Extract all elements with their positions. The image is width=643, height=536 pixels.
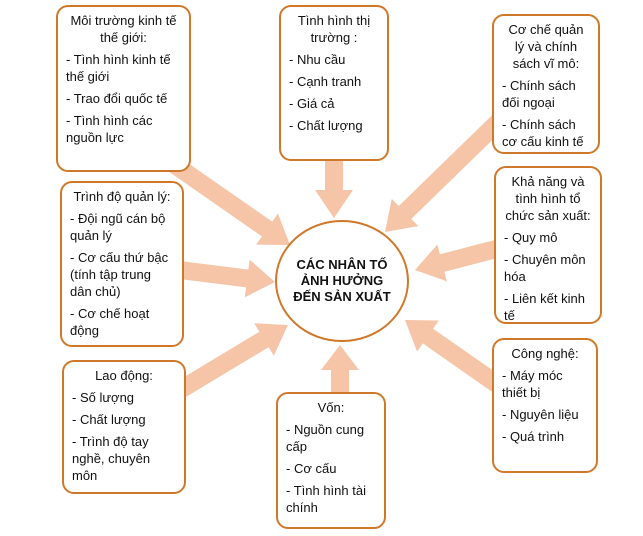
factor-title: Khả năng và tình hình tổ chức sản xuất: [505,174,591,223]
factor-box-macro-policy: Cơ chế quản lý và chính sách vĩ mô: - Ch… [492,14,600,154]
factor-item: - Quá trình [502,429,565,444]
factor-item: - Liên kết kinh tế [504,291,585,323]
factor-item: - Máy móc thiết bị [502,368,563,400]
factor-item: - Tình hình kinh tế thế giới [66,52,171,84]
factor-box-technology: Công nghệ: - Máy móc thiết bị - Nguyên l… [492,338,598,473]
factor-item: - Số lượng [72,390,135,405]
factor-title: Cơ chế quản lý và chính sách vĩ mô: [508,22,584,71]
arrow-from-technology [405,320,504,393]
factor-item: - Cơ cấu [286,461,337,476]
factor-title: Vốn: [317,400,345,415]
factor-title: Tình hình thị trường : [297,13,371,45]
factor-item: - Chất lượng [289,118,363,133]
factor-title: Trình độ quản lý: [73,189,171,204]
factor-item: - Chính sách đối ngoại [502,78,576,110]
factor-title: Lao động: [95,368,153,383]
factor-item: - Tình hình tài chính [286,483,366,515]
center-node: CÁC NHÂN TỐ ẢNH HƯỞNG ĐẾN SẢN XUẤT [275,220,409,342]
factor-item: - Chất lượng [72,412,146,427]
center-title: CÁC NHÂN TỐ ẢNH HƯỞNG ĐẾN SẢN XUẤT [293,257,391,304]
factor-item: - Đội ngũ cán bộ quản lý [70,211,166,243]
arrow-from-macro-policy [385,115,505,232]
factor-item: - Cơ cấu thứ bậc (tính tập trung dân chủ… [70,250,169,299]
arrow-from-management [178,259,275,298]
factor-box-labor: Lao động: - Số lượng - Chất lượng - Trìn… [62,360,186,494]
factor-title: Môi trường kinh tế thế giới: [70,13,177,45]
factor-item: - Nguồn cung cấp [286,422,365,454]
factor-title: Công nghệ: [511,346,579,361]
factor-box-capital: Vốn: - Nguồn cung cấp - Cơ cấu - Tình hì… [276,392,386,529]
factor-item: - Trao đổi quốc tế [66,91,168,106]
factor-item: - Trình độ tay nghề, chuyên môn [72,434,151,483]
factor-item: - Nhu cầu [289,52,346,67]
arrow-from-organization [415,239,503,282]
arrow-from-world-economy [169,157,290,245]
factor-item: - Chính sách cơ cấu kinh tế [502,117,584,149]
factor-box-production-organization: Khả năng và tình hình tổ chức sản xuất: … [494,166,602,324]
factor-item: - Giá cả [289,96,335,111]
arrow-from-capital [321,345,359,395]
factor-item: - Chuyên môn hóa [504,252,586,284]
factor-item: - Cạnh tranh [289,74,362,89]
factor-item: - Nguyên liệu [502,407,579,422]
arrow-from-market [315,158,353,218]
factor-box-market: Tình hình thị trường : - Nhu cầu - Cạnh … [279,5,389,161]
factor-item: - Cơ chế hoạt động [70,306,150,338]
factor-item: - Tình hình các nguồn lực [66,113,153,145]
arrow-from-labor [175,323,288,398]
factor-item: - Quy mô [504,230,558,245]
factor-box-management: Trình độ quản lý: - Đội ngũ cán bộ quản … [60,181,184,347]
factor-box-world-economy: Môi trường kinh tế thế giới: - Tình hình… [56,5,191,172]
